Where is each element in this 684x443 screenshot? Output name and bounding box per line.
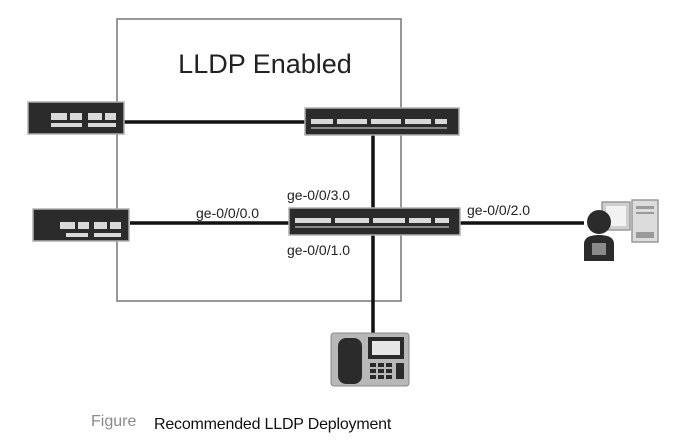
figure-caption-tag: Figure	[91, 413, 137, 430]
rack-switch-icon	[288, 207, 461, 236]
user-workstation-icon	[584, 199, 659, 261]
port-label-bottom: ge-0/0/1.0	[287, 242, 350, 258]
rack-switch-icon	[304, 107, 460, 136]
zone-title: LLDP Enabled	[178, 49, 352, 79]
port-label-left: ge-0/0/0.0	[196, 205, 259, 221]
edge-switch-icon	[27, 101, 125, 135]
port-label-right: ge-0/0/2.0	[467, 202, 530, 218]
ip-phone-icon	[330, 332, 410, 387]
figure-caption: Recommended LLDP Deployment	[154, 416, 392, 433]
edge-switch-icon	[32, 208, 130, 242]
links	[124, 120, 584, 333]
port-label-top: ge-0/0/3.0	[287, 187, 350, 203]
lldp-enabled-zone	[116, 18, 402, 302]
